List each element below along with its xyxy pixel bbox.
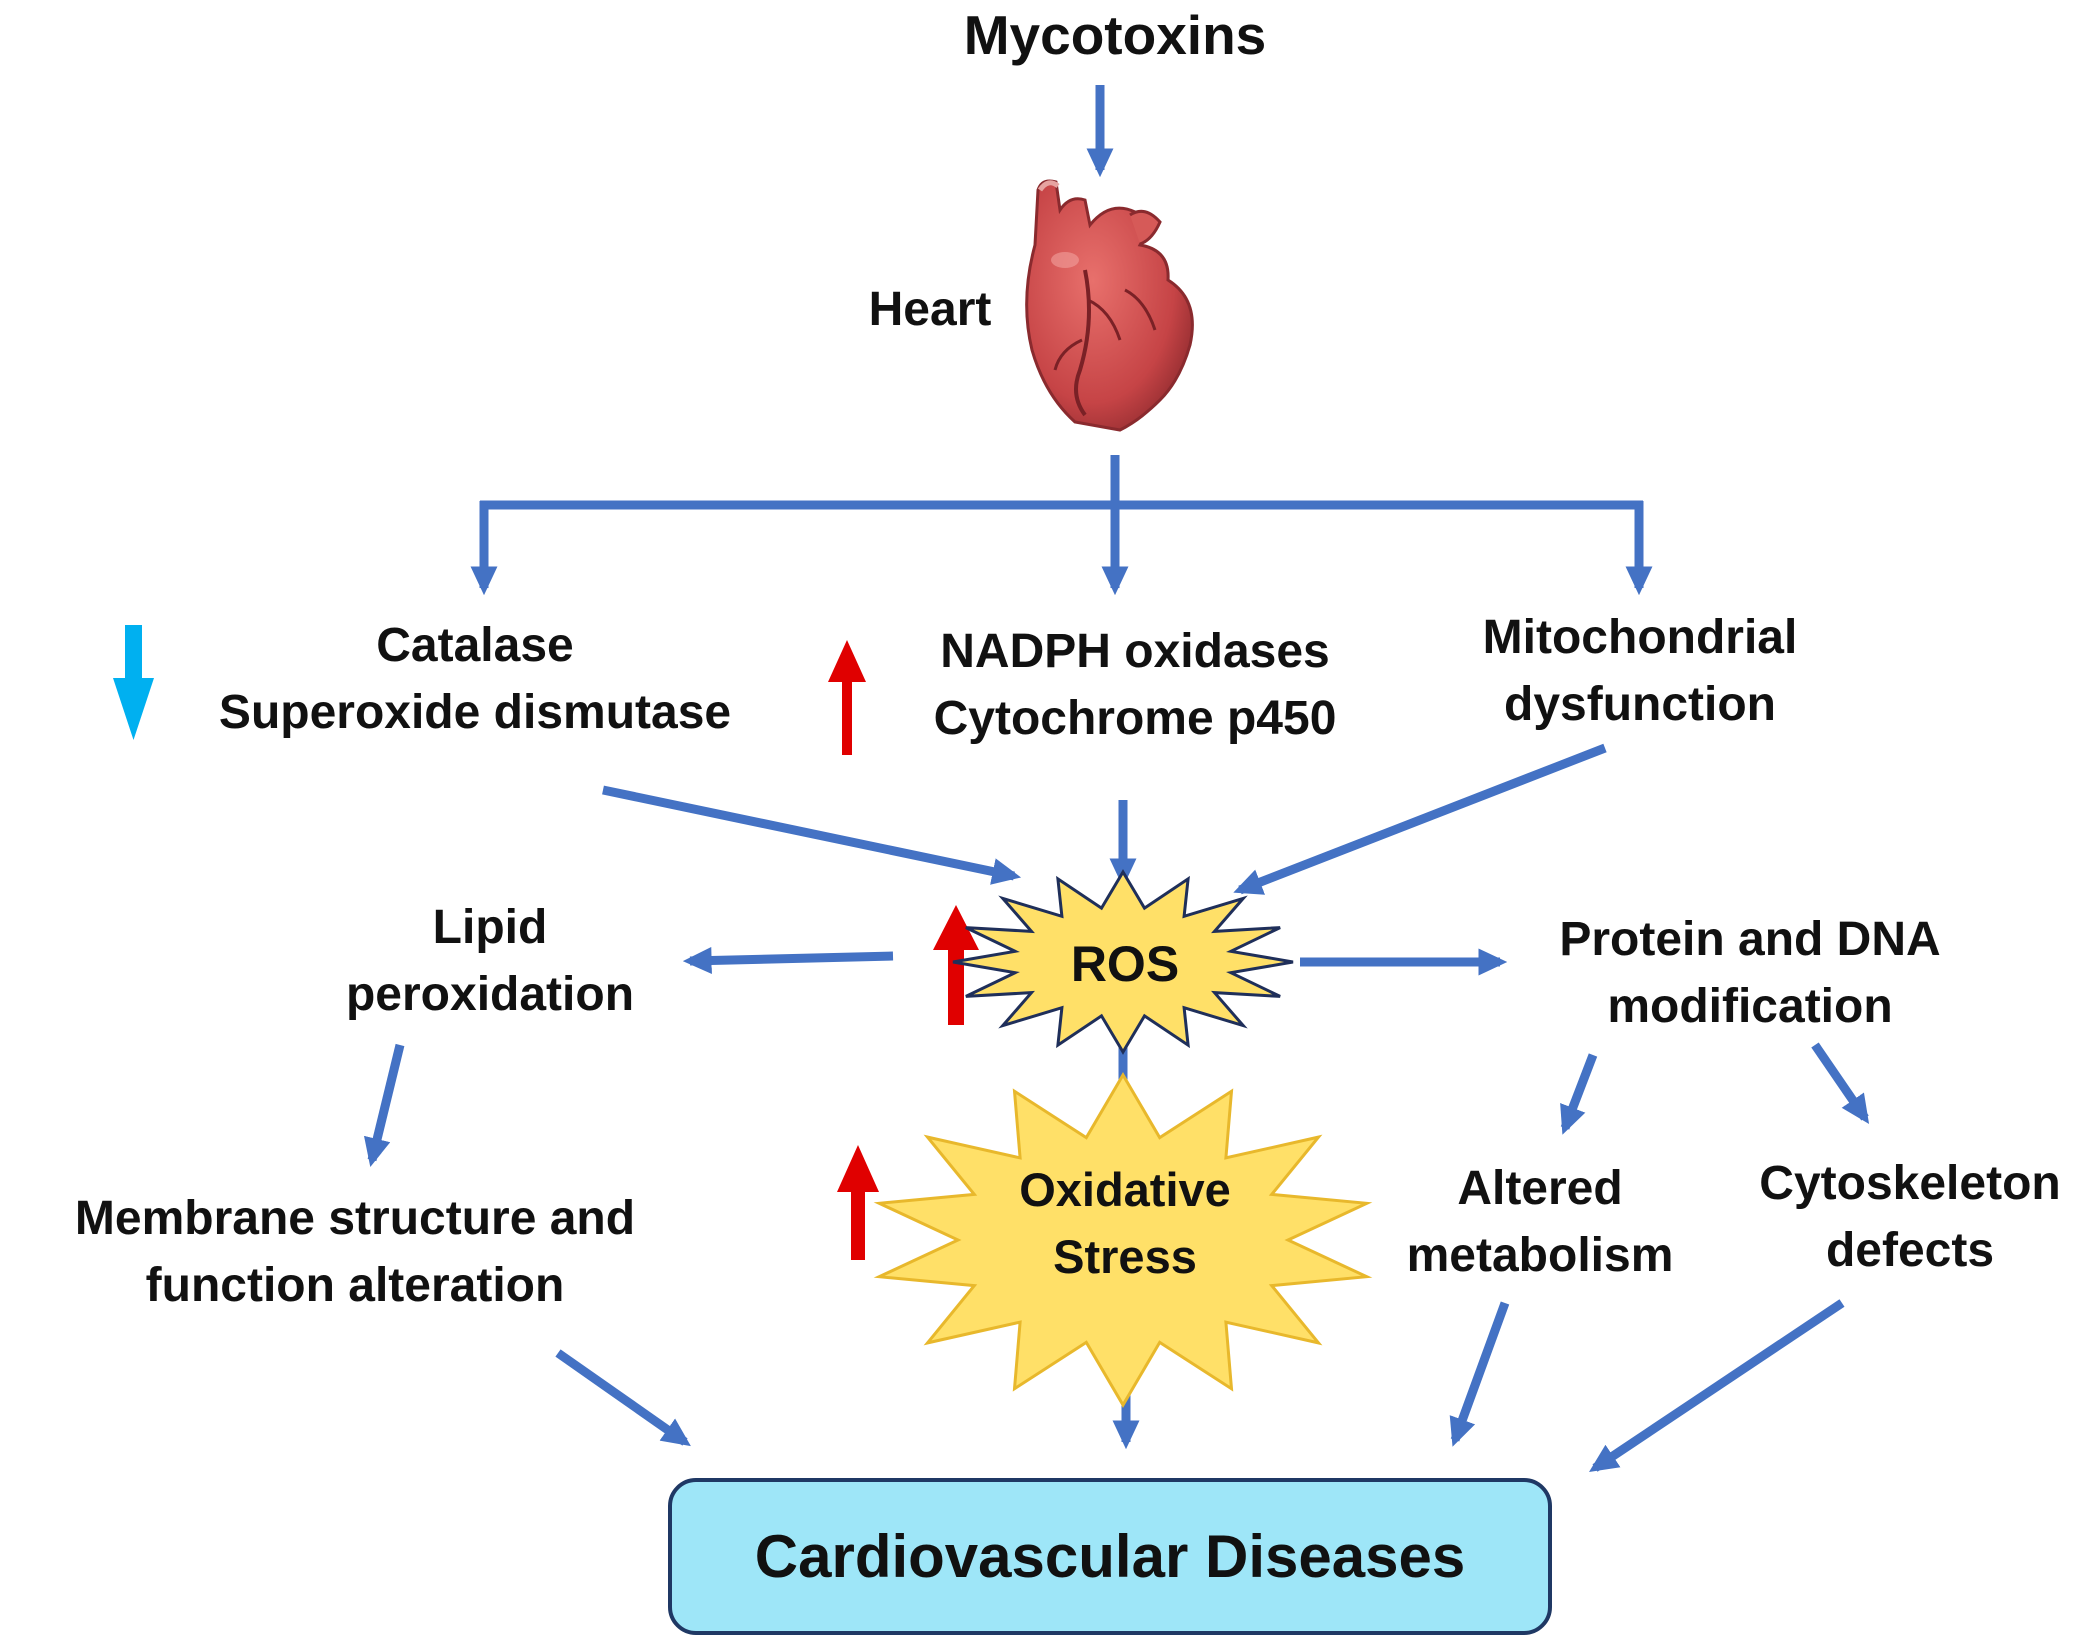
arrow-protein-cytoskeleton <box>1811 1042 1870 1124</box>
flow-arrows <box>363 85 1870 1472</box>
increase-arrow-nadph-icon <box>828 640 866 755</box>
ros-label: ROS <box>1070 936 1180 992</box>
arrow-membrane-cvd <box>555 1349 691 1447</box>
oxidative-stress-burst <box>873 1072 1373 1408</box>
arrow-lipid-membrane <box>363 1043 405 1167</box>
arrow-mito-ros <box>1233 743 1607 895</box>
arrow-protein-altered <box>1560 1053 1598 1135</box>
arrow-altered-cvd <box>1449 1301 1510 1447</box>
arrow-ros-lipid <box>682 946 894 974</box>
arrow-cytoskeleton-cvd <box>1589 1299 1845 1472</box>
increase-arrow-ros-icon <box>933 905 979 1025</box>
ros-burst <box>952 869 1294 1055</box>
heart-label: Heart <box>868 283 992 336</box>
heart-icon <box>1025 179 1194 432</box>
cvd-box <box>668 1478 1552 1635</box>
mycotoxins-label: Mycotoxins <box>963 4 1267 66</box>
cvd-label: Cardiovascular Diseases <box>754 1523 1466 1590</box>
arrow-catalase-ros <box>602 785 1022 885</box>
increase-arrow-oxidative-icon <box>837 1145 879 1260</box>
decrease-arrow-icon <box>113 625 154 740</box>
